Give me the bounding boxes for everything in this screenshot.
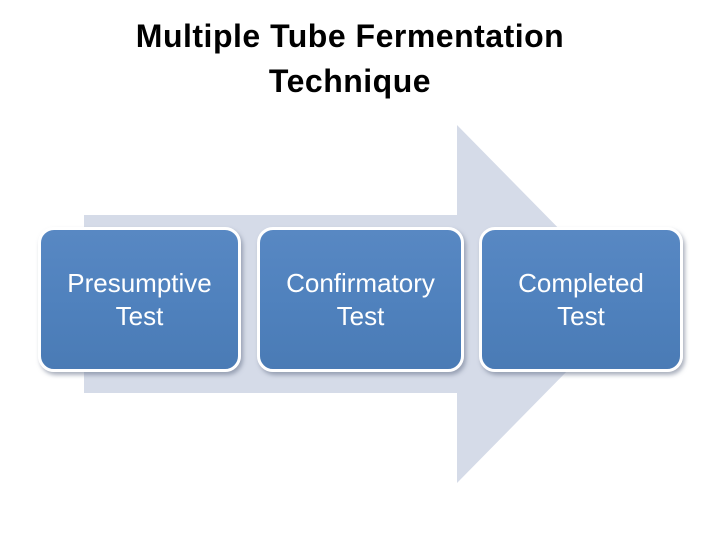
step-label-line: Completed bbox=[518, 267, 644, 298]
step-label-line: Test bbox=[115, 300, 164, 331]
process-step-completed-test: Completed Test bbox=[479, 227, 683, 372]
step-label-line: Test bbox=[557, 300, 605, 331]
slide-title: Multiple Tube Fermentation Technique bbox=[0, 14, 700, 104]
slide-title-line2: Technique bbox=[268, 63, 432, 99]
process-step-confirmatory-test: Confirmatory Test bbox=[257, 227, 464, 372]
step-label-line: Confirmatory bbox=[286, 267, 435, 298]
step-label-line: Presumptive bbox=[67, 267, 212, 298]
slide-title-line1: Multiple Tube Fermentation bbox=[135, 18, 565, 54]
process-step-presumptive-test: Presumptive Test bbox=[38, 227, 241, 372]
step-label-line: Test bbox=[336, 300, 385, 331]
